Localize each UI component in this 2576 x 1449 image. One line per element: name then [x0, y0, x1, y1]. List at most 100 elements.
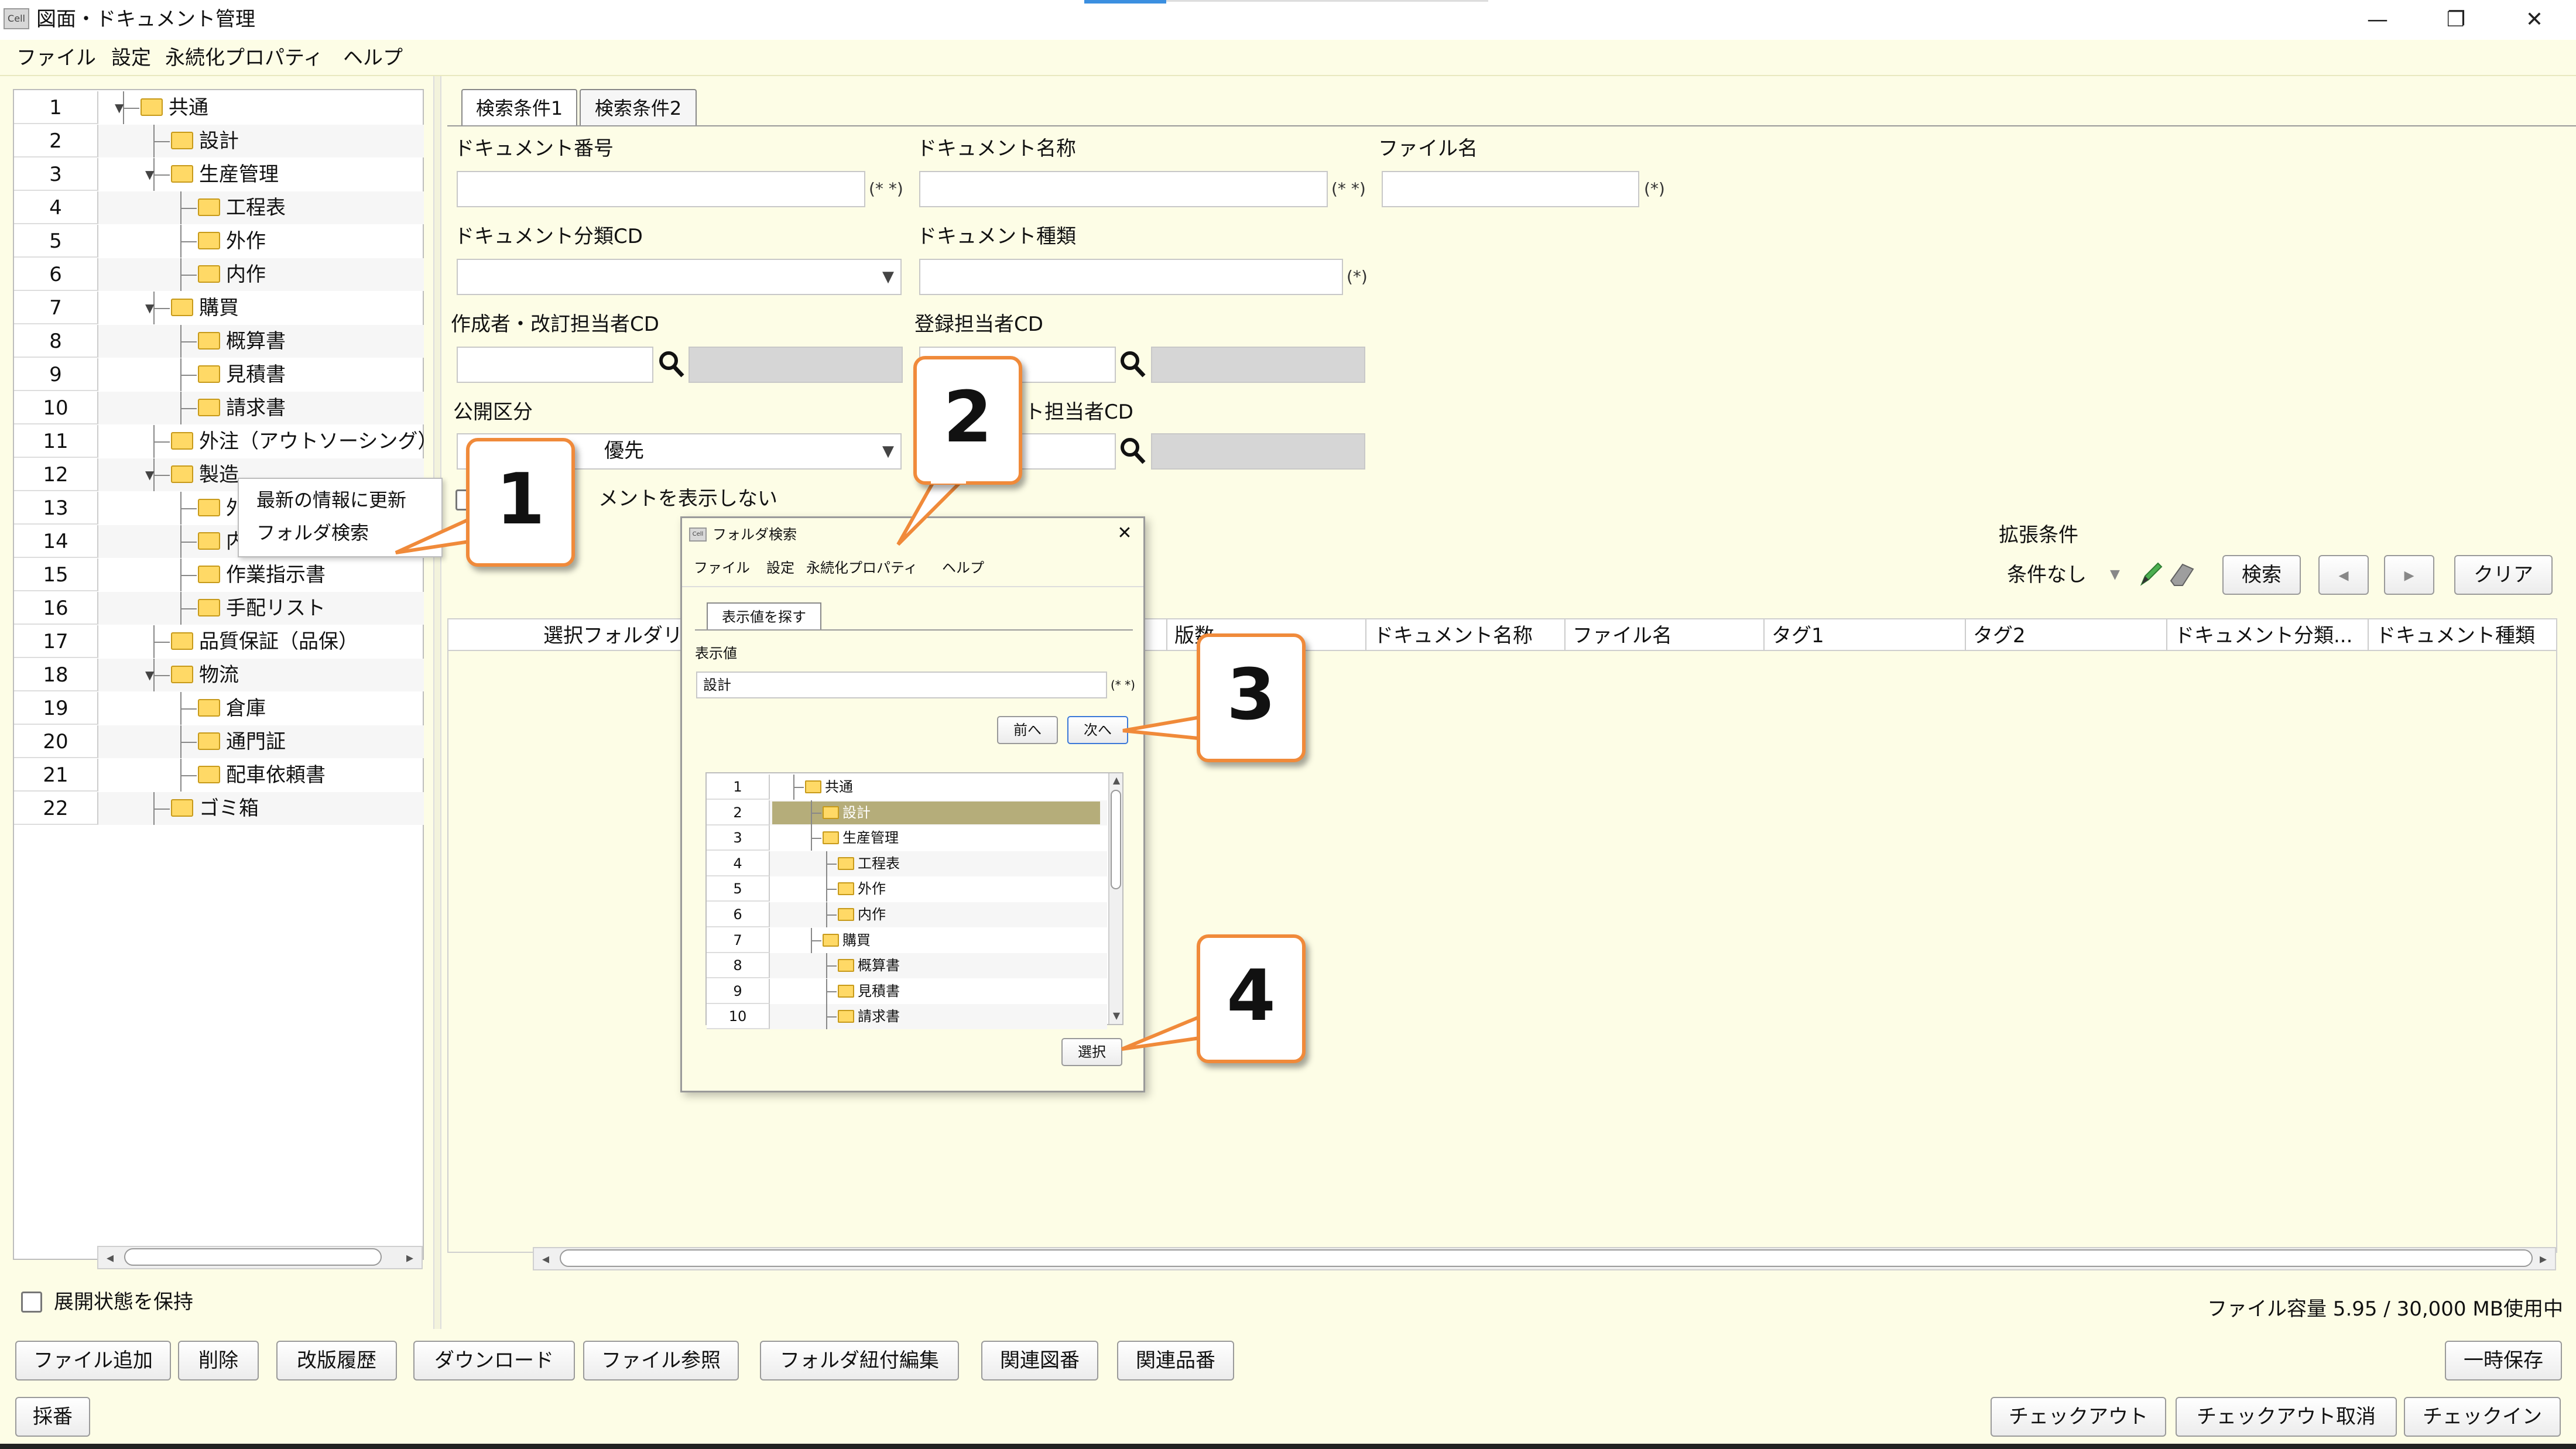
restore-button[interactable]: ❐	[2446, 8, 2466, 32]
prev-condition-button[interactable]: ◂	[2318, 555, 2369, 595]
menu-persist-properties[interactable]: 永続化プロパティ	[165, 46, 323, 70]
expand-toggle-icon[interactable]: ▼	[145, 468, 155, 482]
tree-row[interactable]: 3▼生産管理	[14, 158, 424, 191]
scroll-left-icon[interactable]: ◂	[106, 1249, 114, 1266]
dialog-menu-persist[interactable]: 永続化プロパティ	[806, 560, 918, 576]
search-button[interactable]: 検索	[2222, 555, 2301, 595]
tree-row[interactable]: 1▼共通	[14, 91, 424, 124]
related-part-button[interactable]: 関連品番	[1117, 1341, 1234, 1381]
doc-number-input[interactable]	[457, 171, 865, 207]
file-name-input[interactable]	[1382, 171, 1639, 207]
menu-settings[interactable]: 設定	[111, 46, 151, 70]
author-search-icon[interactable]	[658, 349, 686, 381]
col-doc-class[interactable]: ドキュメント分類...	[2166, 619, 2368, 652]
dialog-menu-help[interactable]: ヘルプ	[942, 560, 984, 576]
dialog-field-input[interactable]: 設計	[696, 672, 1107, 698]
checkin-button[interactable]: チェックイン	[2404, 1397, 2561, 1437]
ext-condition-select[interactable]: 条件なし ▼	[1999, 557, 2133, 594]
folder-link-edit-button[interactable]: フォルダ紐付編集	[760, 1341, 959, 1381]
scroll-right-icon[interactable]: ▸	[2539, 1251, 2547, 1267]
tab-search-condition-2[interactable]: 検索条件2	[580, 89, 697, 126]
dialog-tab-find[interactable]: 表示値を探す	[707, 602, 821, 631]
context-folder-search[interactable]: フォルダ検索	[256, 522, 369, 544]
dropdown-arrow-icon[interactable]: ▼	[882, 268, 894, 286]
eraser-icon[interactable]	[2167, 560, 2197, 589]
temp-save-button[interactable]: 一時保存	[2445, 1341, 2562, 1381]
download-button[interactable]: ダウンロード	[413, 1341, 575, 1381]
col-tag1[interactable]: タグ1	[1763, 619, 1965, 652]
expand-toggle-icon[interactable]: ▼	[145, 167, 155, 181]
col-doc-name[interactable]: ドキュメント名称	[1365, 619, 1564, 652]
registrant-search-icon[interactable]	[1119, 349, 1147, 381]
dialog-prev-button[interactable]: 前へ	[997, 716, 1058, 744]
close-button[interactable]: ✕	[2525, 8, 2544, 32]
col-selected-folder[interactable]: 選択フォルダリ	[543, 624, 683, 648]
col-tag2[interactable]: タグ2	[1965, 619, 2166, 652]
menu-file[interactable]: ファイル	[16, 46, 96, 70]
grid-scroll-thumb[interactable]	[560, 1249, 2533, 1267]
revision-history-button[interactable]: 改版履歴	[276, 1341, 397, 1381]
clear-button[interactable]: クリア	[2454, 555, 2553, 595]
dialog-vscrollbar[interactable]: ▲ ▼	[1108, 773, 1122, 1024]
dialog-close-icon[interactable]: ✕	[1117, 523, 1132, 543]
doc-type-input[interactable]	[919, 259, 1343, 295]
checkout-code-input[interactable]	[1019, 433, 1116, 470]
expand-toggle-icon[interactable]: ▼	[145, 301, 155, 315]
add-file-button[interactable]: ファイル追加	[15, 1341, 171, 1381]
tree-row[interactable]: 7▼購買	[14, 292, 424, 324]
checkout-search-icon[interactable]	[1119, 436, 1147, 467]
dialog-menu-settings[interactable]: 設定	[766, 560, 794, 576]
dialog-scroll-thumb[interactable]	[1111, 790, 1121, 889]
dialog-menu-file[interactable]: ファイル	[694, 560, 750, 576]
expand-toggle-icon[interactable]: ▼	[145, 668, 155, 682]
pencil-icon[interactable]	[2138, 560, 2164, 589]
panel-splitter[interactable]	[433, 76, 441, 1329]
delete-button[interactable]: 削除	[178, 1341, 259, 1381]
file-browse-button[interactable]: ファイル参照	[583, 1341, 739, 1381]
dialog-select-button[interactable]: 選択	[1061, 1038, 1122, 1066]
author-code-input[interactable]	[457, 347, 653, 383]
scroll-down-icon[interactable]: ▼	[1112, 1010, 1121, 1021]
menu-help[interactable]: ヘルプ	[343, 46, 403, 70]
doc-class-select[interactable]	[457, 259, 902, 295]
checkout-button[interactable]: チェックアウト	[1991, 1397, 2166, 1437]
expand-toggle-icon[interactable]: ▼	[115, 101, 124, 115]
next-condition-button[interactable]: ▸	[2384, 555, 2434, 595]
checkout-cancel-button[interactable]: チェックアウト取消	[2176, 1397, 2397, 1437]
scroll-up-icon[interactable]: ▲	[1112, 775, 1121, 786]
keep-expand-checkbox[interactable]	[21, 1292, 42, 1313]
adopt-number-button[interactable]: 採番	[15, 1397, 90, 1437]
scroll-right-icon[interactable]: ▸	[406, 1249, 414, 1266]
tree-scroll-thumb[interactable]	[124, 1248, 382, 1266]
dropdown-arrow-icon[interactable]: ▼	[882, 443, 894, 460]
minimize-button[interactable]: —	[2367, 8, 2388, 32]
context-refresh[interactable]: 最新の情報に更新	[256, 489, 407, 511]
doc-name-input[interactable]	[919, 171, 1328, 207]
col-file-name[interactable]: ファイル名	[1564, 619, 1763, 652]
scroll-left-icon[interactable]: ◂	[542, 1251, 550, 1267]
tab-search-condition-1[interactable]: 検索条件1	[461, 89, 577, 126]
